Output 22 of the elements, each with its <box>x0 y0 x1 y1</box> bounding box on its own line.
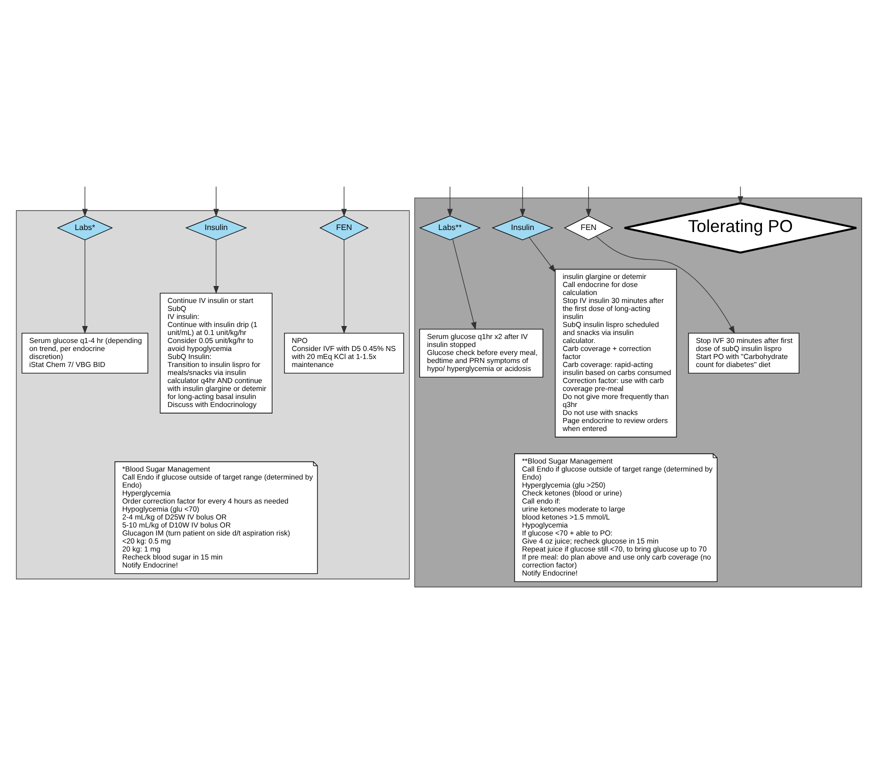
cluster <box>414 198 862 588</box>
arrow <box>520 186 526 217</box>
node-box: Continue IV insulin or start SubQ IV insulin: Continue with insulin drip (1 unit/mL) at 0.1 unit/kg/hr Consider 0.05 unit/kg/hr to avoid hypoglycemia SubQ Insulin: Transition to insulin lispro for meals/snacks via insulin calculator q4hr AND continue with insulin glargine or detemir for long-acting basal insulin Discuss with Endocrinology <box>160 292 272 414</box>
arrow <box>528 236 556 273</box>
node-box: insulin glargine or detemir Call endocrine for dose calculation Stop IV insulin 30 minutes after the first dose of long-acting insulin SubQ insulin lispro scheduled and snacks via insulin calculator. Carb coverage + correction factor Carb coverage: rapid-acting insulin based on carbs consumed Correction factor: use with carb coverage pre-meal Do not give more frequently than q3hr Do not use with snacks Page endocrine to review orders when entered <box>554 268 677 438</box>
arrow <box>213 240 219 294</box>
arrow <box>341 186 347 217</box>
arrow <box>82 186 88 217</box>
arrow <box>596 236 735 334</box>
arrow <box>738 186 744 204</box>
arrow <box>213 186 219 217</box>
node-box: Serum glucose q1-4 hr (depending on trend, per endocrine discretion) iStat Chem 7/ VBG BID <box>22 332 148 374</box>
arrow <box>82 240 88 334</box>
arrow <box>586 186 592 217</box>
node-diamond: Tolerating PO <box>624 202 858 254</box>
cluster <box>16 210 410 580</box>
arrow <box>452 238 476 330</box>
node-box: Serum glucose q1hr x2 after IV insulin stopped Glucose check before every meal, bedtime and PRN symptoms of hypo/ hyperglycemia or acidosis <box>419 328 544 378</box>
arrow <box>447 186 453 217</box>
node-box: NPO Consider IVF with D5 0.45% NS with 20 mEq KCl at 1-1.5x maintenance <box>284 332 404 374</box>
node-box: Stop IVF 30 minutes after first dose of subQ insulin lispro Start PO with "Carbohydrate count for diabetes" diet <box>688 332 800 374</box>
arrow <box>341 240 347 334</box>
